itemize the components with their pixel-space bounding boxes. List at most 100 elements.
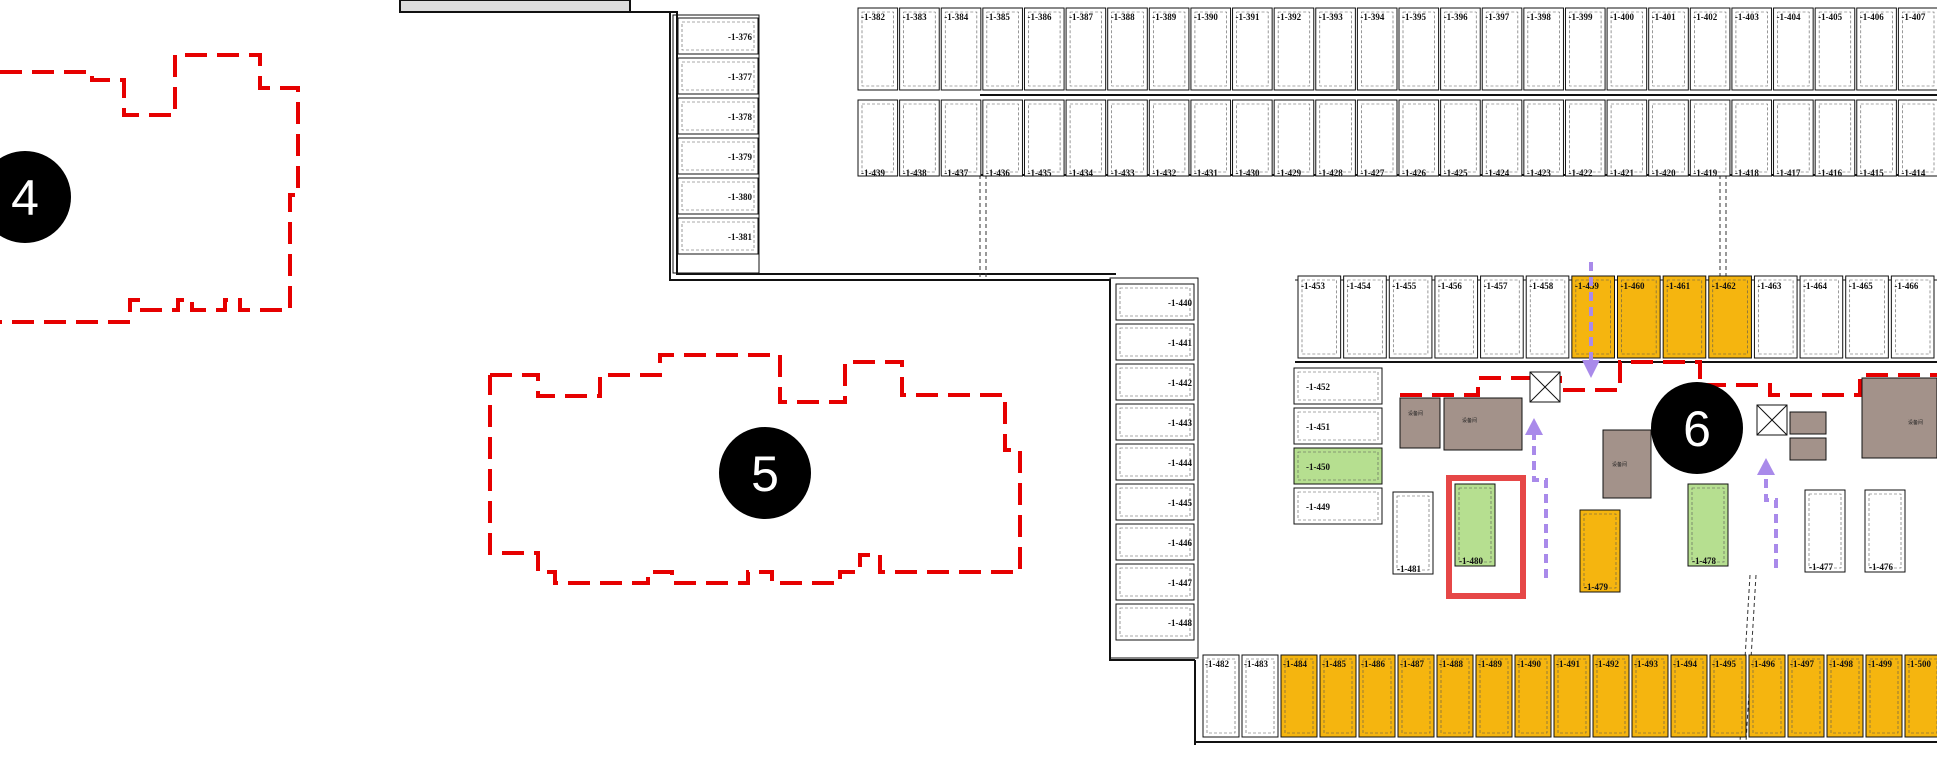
parking-slot[interactable]: -1-396 [1440, 7, 1481, 91]
parking-slot[interactable]: -1-415 [1856, 99, 1897, 178]
parking-slot[interactable]: -1-458 [1525, 275, 1570, 359]
parking-slot[interactable]: -1-481 [1392, 491, 1434, 575]
parking-slot[interactable]: -1-427 [1356, 99, 1398, 178]
parking-slot[interactable]: -1-449 [1293, 487, 1383, 525]
parking-slot[interactable]: -1-483 [1241, 654, 1279, 738]
parking-slot[interactable]: -1-387 [1065, 7, 1107, 91]
parking-slot[interactable]: -1-392 [1273, 7, 1315, 91]
parking-slot[interactable]: -1-487 [1397, 654, 1435, 738]
parking-slot[interactable]: -1-491 [1553, 654, 1591, 738]
parking-slot[interactable]: -1-466 [1890, 275, 1935, 359]
parking-slot[interactable]: -1-489 [1475, 654, 1513, 738]
parking-slot[interactable]: -1-445 [1115, 483, 1195, 521]
parking-slot[interactable]: -1-495 [1709, 654, 1747, 738]
parking-slot[interactable]: -1-464 [1799, 275, 1844, 359]
parking-slot[interactable]: -1-399 [1564, 7, 1606, 91]
parking-slot[interactable]: -1-391 [1232, 7, 1273, 91]
parking-slot[interactable]: -1-462 [1708, 275, 1752, 359]
parking-slot[interactable]: -1-454 [1343, 275, 1387, 359]
parking-slot[interactable]: -1-398 [1523, 7, 1564, 91]
parking-slot[interactable]: -1-397 [1481, 7, 1523, 91]
parking-slot[interactable]: -1-414 [1897, 99, 1937, 178]
parking-slot[interactable]: -1-497 [1787, 654, 1825, 738]
parking-slot[interactable]: -1-401 [1648, 7, 1689, 91]
parking-slot[interactable]: -1-421 [1606, 99, 1648, 178]
parking-slot[interactable]: -1-376 [677, 17, 759, 55]
parking-slot[interactable]: -1-406 [1856, 7, 1897, 91]
parking-slot[interactable]: -1-448 [1115, 603, 1195, 641]
parking-slot[interactable]: -1-498 [1826, 654, 1864, 738]
parking-slot[interactable]: -1-423 [1523, 99, 1564, 178]
parking-slot[interactable]: -1-440 [1115, 283, 1195, 321]
parking-slot[interactable]: -1-384 [940, 7, 982, 91]
parking-slot[interactable]: -1-402 [1689, 7, 1731, 91]
parking-slot[interactable]: -1-444 [1115, 443, 1195, 481]
parking-slot[interactable]: -1-479 [1579, 509, 1621, 593]
parking-slot[interactable]: -1-488 [1436, 654, 1474, 738]
parking-slot[interactable]: -1-378 [677, 97, 759, 135]
parking-slot[interactable]: -1-477 [1804, 489, 1846, 573]
parking-slot[interactable]: -1-418 [1731, 99, 1773, 178]
parking-slot[interactable]: -1-395 [1398, 7, 1440, 91]
parking-slot[interactable]: -1-382 [857, 7, 899, 91]
parking-slot[interactable]: -1-459 [1571, 275, 1616, 359]
parking-slot[interactable]: -1-419 [1689, 99, 1731, 178]
parking-slot[interactable]: -1-426 [1398, 99, 1440, 178]
parking-slot[interactable]: -1-386 [1023, 7, 1065, 91]
parking-slot[interactable]: -1-496 [1748, 654, 1786, 738]
parking-slot[interactable]: -1-434 [1065, 99, 1107, 178]
parking-slot[interactable]: -1-490 [1514, 654, 1552, 738]
parking-slot[interactable]: -1-442 [1115, 363, 1195, 401]
parking-slot[interactable]: -1-457 [1480, 275, 1524, 359]
selected-slot-outline[interactable] [1446, 475, 1526, 599]
parking-slot[interactable]: -1-437 [940, 99, 982, 178]
parking-slot[interactable]: -1-447 [1115, 563, 1195, 601]
parking-slot[interactable]: -1-380 [677, 177, 759, 215]
parking-slot[interactable]: -1-451 [1293, 407, 1383, 445]
parking-slot[interactable]: -1-400 [1606, 7, 1648, 91]
parking-slot[interactable]: -1-482 [1202, 654, 1240, 738]
parking-slot[interactable]: -1-417 [1773, 99, 1814, 178]
parking-slot[interactable]: -1-476 [1864, 489, 1906, 573]
parking-slot[interactable]: -1-389 [1148, 7, 1190, 91]
parking-slot[interactable]: -1-446 [1115, 523, 1195, 561]
parking-slot[interactable]: -1-455 [1388, 275, 1433, 359]
parking-slot[interactable]: -1-430 [1232, 99, 1273, 178]
parking-slot[interactable]: -1-493 [1631, 654, 1669, 738]
parking-slot[interactable]: -1-463 [1753, 275, 1798, 359]
parking-slot[interactable]: -1-393 [1315, 7, 1356, 91]
parking-slot[interactable]: -1-431 [1190, 99, 1232, 178]
parking-slot[interactable]: -1-436 [982, 99, 1023, 178]
parking-slot[interactable]: -1-499 [1865, 654, 1903, 738]
parking-slot[interactable]: -1-453 [1297, 275, 1342, 359]
parking-slot[interactable]: -1-394 [1356, 7, 1398, 91]
parking-slot[interactable]: -1-429 [1273, 99, 1315, 178]
parking-slot[interactable]: -1-443 [1115, 403, 1195, 441]
parking-slot[interactable]: -1-439 [857, 99, 899, 178]
parking-slot[interactable]: -1-435 [1023, 99, 1065, 178]
parking-slot[interactable]: -1-432 [1148, 99, 1190, 178]
parking-slot[interactable]: -1-404 [1773, 7, 1814, 91]
parking-slot[interactable]: -1-485 [1319, 654, 1357, 738]
parking-slot[interactable]: -1-424 [1481, 99, 1523, 178]
parking-slot[interactable]: -1-478 [1687, 483, 1729, 567]
parking-slot[interactable]: -1-500 [1904, 654, 1937, 738]
parking-slot[interactable]: -1-385 [982, 7, 1023, 91]
parking-slot[interactable]: -1-388 [1107, 7, 1148, 91]
parking-slot[interactable]: -1-381 [677, 217, 759, 255]
parking-slot[interactable]: -1-494 [1670, 654, 1708, 738]
parking-slot[interactable]: -1-492 [1592, 654, 1630, 738]
parking-slot[interactable]: -1-390 [1190, 7, 1232, 91]
parking-slot[interactable]: -1-484 [1280, 654, 1318, 738]
parking-slot[interactable]: -1-441 [1115, 323, 1195, 361]
parking-slot[interactable]: -1-460 [1617, 275, 1661, 359]
parking-slot[interactable]: -1-438 [899, 99, 940, 178]
parking-slot[interactable]: -1-461 [1662, 275, 1707, 359]
parking-slot[interactable]: -1-420 [1648, 99, 1689, 178]
parking-slot[interactable]: -1-379 [677, 137, 759, 175]
parking-slot[interactable]: -1-480 [1454, 483, 1496, 567]
parking-slot[interactable]: -1-450 [1293, 447, 1383, 485]
parking-slot[interactable]: -1-422 [1564, 99, 1606, 178]
parking-slot[interactable]: -1-425 [1440, 99, 1481, 178]
parking-slot[interactable]: -1-416 [1814, 99, 1856, 178]
